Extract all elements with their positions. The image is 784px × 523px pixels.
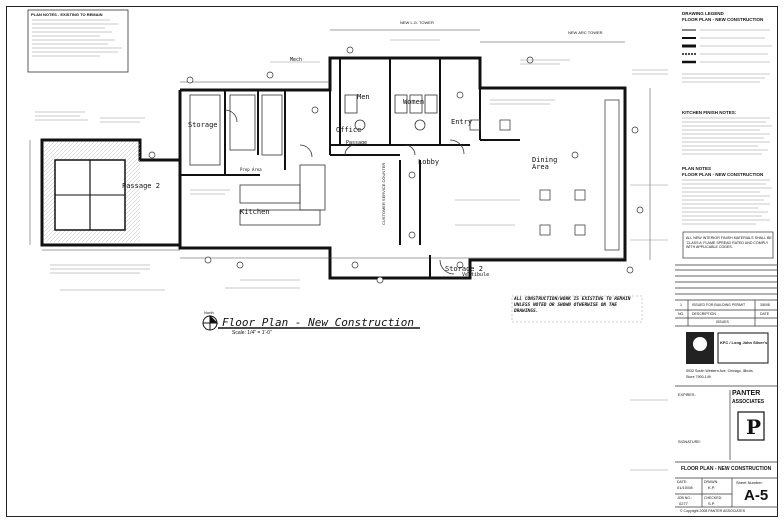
north-arrow (202, 314, 219, 331)
room-office: Office (336, 126, 362, 134)
revision-col-no: NO. (678, 312, 685, 316)
dimension-lines (29, 29, 651, 260)
legend-text-lines (682, 29, 772, 83)
revision-col-date: DATE (760, 312, 770, 316)
date-label: DATE: (677, 480, 688, 484)
plan-notes-2-heading: PLAN NOTES (682, 166, 712, 171)
drawing-sheet (6, 6, 778, 517)
plan-notes-lines (32, 19, 122, 57)
interior-walls (180, 58, 520, 278)
annotation-notes (35, 39, 668, 471)
plan-notes-heading: PLAN NOTES - EXISTING TO REMAIN (31, 12, 103, 17)
kitchen-notes-lines (682, 117, 772, 155)
checked-value: S.P. (708, 501, 716, 506)
room-dining-area: Area (532, 163, 549, 171)
room-men: Men (357, 93, 370, 101)
plan-notes-2-subheading: FLOOR PLAN - NEW CONSTRUCTION (682, 172, 764, 177)
client-brand: KFC / Long John Silver's (720, 340, 768, 345)
signature-label: SIGNATURE: (678, 440, 701, 444)
checked-label: CHECKED: (704, 496, 723, 500)
room-prep-area: Prep Area (240, 167, 262, 172)
drawn-value: K.P. (708, 485, 716, 490)
north-label: North (204, 310, 214, 315)
copyright: © Copyright 2008 PANTER ASSOCIATES (680, 509, 746, 513)
dining-tables (469, 99, 620, 251)
room-vestibule: Vestibule (462, 272, 490, 278)
date-value: 01/10/08 (677, 485, 693, 490)
door-swings (224, 109, 465, 275)
room-passage-2: Passage 2 (122, 182, 160, 190)
kitchen-equipment (189, 94, 438, 226)
sheet-title: FLOOR PLAN - NEW CONSTRUCTION (681, 466, 772, 472)
building-walls (178, 56, 627, 280)
revision-description: ISSUED FOR BUILDING PERMIT (692, 303, 746, 307)
legend-heading: DRAWING LEGEND (682, 11, 724, 16)
architect-name-2: ASSOCIATES (732, 399, 765, 405)
client-store: Store 7900-149 (686, 375, 711, 379)
ljs-logo-mark (717, 332, 769, 364)
room-storage: Storage (188, 121, 218, 129)
room-passage: Passage (346, 140, 368, 146)
drawing-title: Floor Plan - New Construction (222, 316, 415, 329)
room-entry: Entry (451, 118, 473, 126)
sheet-number-label: Sheet Number: (736, 480, 763, 485)
callout-bubbles (148, 46, 644, 284)
finish-note: ALL NEW INTERIOR FINISH MATERIALS SHALL … (686, 236, 772, 250)
label-customer-service-counter: CUSTOMER SERVICE COUNTER (381, 162, 386, 225)
sheet-number: A-5 (744, 487, 769, 504)
job-label: JOB NO.: (677, 496, 692, 500)
plan-notes-box (27, 9, 129, 73)
label-new-lg-tower: NEW L.G. TOWER (400, 20, 434, 25)
job-value: 0277 (679, 501, 688, 506)
drawing-scale: Scale: 1/4" = 1'-0" (232, 330, 272, 336)
architect-name: PANTER (732, 390, 761, 397)
legend-swatches (682, 29, 696, 64)
revision-date: 3/8/08 (760, 303, 770, 307)
client-address: 5932 South Western Ave, Chicago, Illinoi… (686, 369, 753, 373)
room-kitchen: Kitchen (240, 208, 270, 216)
room-mech: Mech (290, 57, 303, 63)
legend-subheading: FLOOR PLAN - NEW CONSTRUCTION (682, 17, 764, 22)
svg-text:P: P (746, 415, 761, 439)
room-women: Women (403, 98, 425, 106)
label-new-arc-tower: NEW ARC TOWER (568, 30, 603, 35)
room-dining: Dining (532, 156, 558, 164)
architect-logo-mark (737, 411, 765, 441)
general-note: ALL CONSTRUCTION/WORK IS EXISTING TO REM… (514, 297, 631, 314)
kitchen-notes-heading: KITCHEN FINISH NOTES: (682, 110, 737, 115)
room-storage-2: Storage 2 (445, 265, 483, 273)
revision-number: 1 (680, 303, 682, 307)
title-block-grid (675, 264, 778, 508)
cooler-addition-walls (40, 138, 180, 247)
revision-caption: ISSUES (716, 320, 729, 324)
room-lobby: Lobby (418, 158, 440, 166)
expires-label: EXPIRES: (678, 393, 696, 397)
plan-notes-2-lines (682, 179, 772, 225)
drawn-label: DRAWN: (704, 480, 719, 484)
revision-col-description: DESCRIPTION (692, 312, 716, 316)
